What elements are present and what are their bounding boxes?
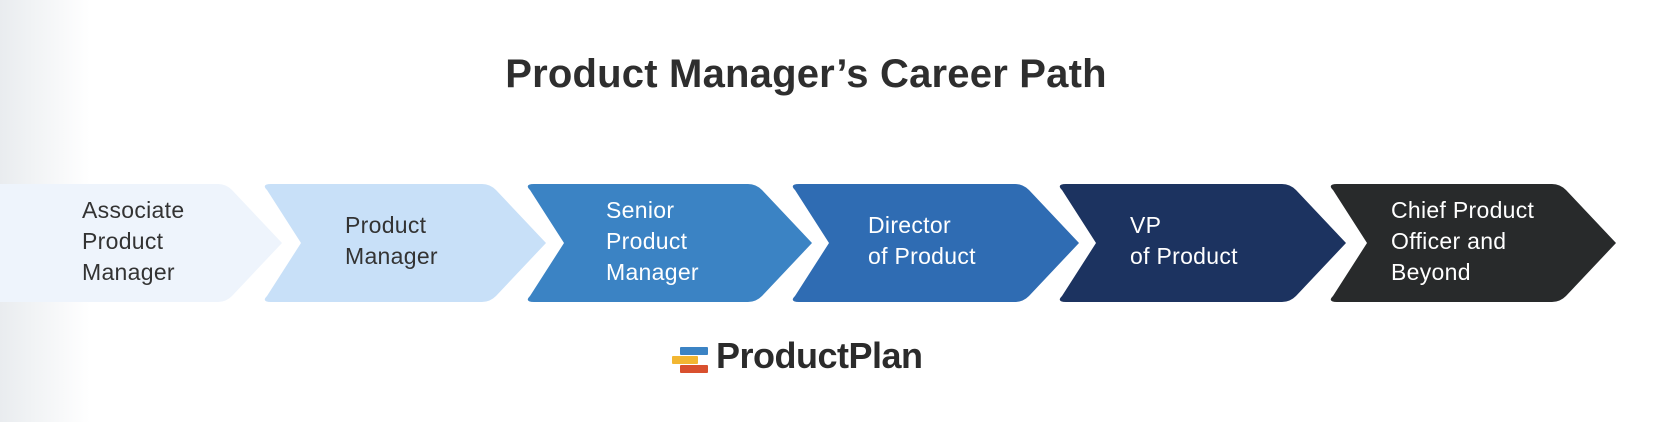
logo-bar-blue — [680, 347, 708, 355]
productplan-logo: ProductPlan — [672, 335, 923, 376]
step-label-line: Product — [345, 212, 427, 238]
page-title: Product Manager’s Career Path — [505, 52, 1107, 96]
chevron-step-4 — [792, 184, 1079, 302]
step-label-4: Director of Product — [868, 210, 976, 272]
step-label-line: Product — [606, 227, 688, 254]
step-label-line: Manager — [82, 258, 175, 285]
logo-bar-red — [680, 365, 708, 373]
step-label-line: VP — [1130, 212, 1162, 238]
step-label-line: Chief Product — [1391, 196, 1535, 223]
chevron-step-2 — [264, 184, 546, 302]
step-label-line: Manager — [345, 243, 438, 269]
logo-bar-yellow — [672, 356, 698, 364]
step-label-line: Director — [868, 212, 951, 238]
chevron-step-5 — [1059, 184, 1346, 302]
step-label-line: Product — [82, 227, 164, 254]
step-label-line: Associate — [82, 196, 185, 223]
step-label-line: Manager — [606, 258, 699, 285]
chevron-step-1 — [0, 184, 282, 302]
step-label-line: Officer and — [1391, 227, 1507, 254]
chevron-step-3 — [527, 184, 812, 302]
step-label-line: Beyond — [1391, 258, 1471, 285]
chevron-step-6 — [1330, 184, 1616, 302]
productplan-logo-text: ProductPlan — [716, 335, 923, 376]
step-label-5: VP of Product — [1130, 210, 1238, 272]
step-label-line: of Product — [1130, 243, 1238, 269]
step-label-line: of Product — [868, 243, 976, 269]
step-label-line: Senior — [606, 196, 675, 223]
productplan-logo-mark-icon — [672, 341, 710, 373]
